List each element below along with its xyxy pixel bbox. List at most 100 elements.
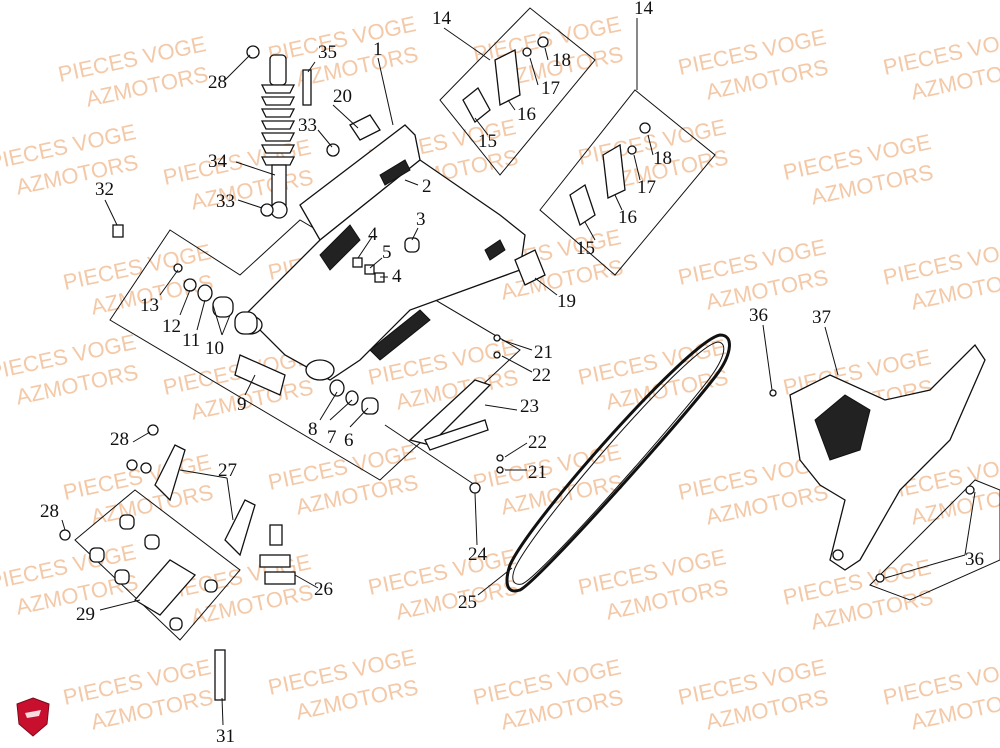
part-23-adjuster-upper bbox=[408, 379, 492, 446]
group-outline-slider-lower bbox=[539, 89, 716, 276]
callout-32: 32 bbox=[95, 179, 114, 200]
swingarm-left-arm bbox=[299, 124, 421, 241]
rear-axle-assembly bbox=[384, 334, 504, 494]
part-19-caliper-bracket bbox=[514, 249, 546, 286]
chain-guard-shadow bbox=[814, 394, 871, 461]
part-31-bolt bbox=[214, 649, 226, 701]
callout-15a: 15 bbox=[478, 131, 497, 152]
part-25-chain-inner bbox=[512, 341, 725, 585]
callout-12: 12 bbox=[162, 316, 181, 337]
chain-slider-upper bbox=[462, 36, 549, 123]
callout-numbers: 1 2 3 4 5 4 6 7 8 9 10 11 12 13 14 14 15… bbox=[40, 0, 984, 747]
part-25-drive-chain bbox=[505, 333, 731, 593]
chain-slider-lower bbox=[569, 122, 651, 227]
part-24-axle-nut bbox=[469, 482, 481, 494]
part-27-plate-b bbox=[224, 499, 256, 557]
callout-4a: 4 bbox=[368, 224, 378, 245]
callout-35: 35 bbox=[318, 42, 337, 63]
callout-22a: 22 bbox=[532, 365, 551, 386]
callout-20: 20 bbox=[333, 86, 352, 107]
callout-4b: 4 bbox=[392, 266, 402, 287]
part-32-nut bbox=[112, 224, 124, 238]
part-5-collar bbox=[364, 264, 375, 275]
callout-9: 9 bbox=[237, 394, 247, 415]
callout-14a: 14 bbox=[432, 8, 452, 29]
rear-shock-absorber bbox=[260, 54, 296, 219]
callout-2: 2 bbox=[422, 176, 432, 197]
callout-11: 11 bbox=[182, 330, 200, 351]
callout-16a: 16 bbox=[517, 104, 536, 125]
group-outline-slider-upper bbox=[439, 7, 596, 176]
callout-28b: 28 bbox=[110, 429, 129, 450]
link-bushing-f bbox=[169, 617, 183, 631]
callout-21b: 21 bbox=[528, 462, 547, 483]
callout-14b: 14 bbox=[634, 0, 654, 19]
part-28-nut-d bbox=[59, 529, 71, 541]
part-17-bolt-b bbox=[627, 145, 637, 155]
callout-33b: 33 bbox=[216, 191, 235, 212]
part-36-screw-a bbox=[965, 485, 975, 495]
part-7-seal bbox=[345, 390, 359, 406]
callout-1: 1 bbox=[373, 39, 383, 60]
swingarm-spacers bbox=[352, 237, 420, 283]
part-15-slider-b bbox=[569, 183, 596, 227]
part-28-nut-a bbox=[147, 424, 159, 436]
chain-guard-mount-hole bbox=[832, 549, 844, 561]
part-18-nut-b bbox=[639, 122, 651, 134]
part-36-screw-c bbox=[769, 389, 777, 397]
callout-36a: 36 bbox=[749, 305, 768, 326]
swingarm-brace bbox=[319, 224, 361, 271]
swingarm-slot-right bbox=[484, 239, 506, 261]
link-bushing-d bbox=[114, 569, 130, 585]
part-18-nut-a bbox=[537, 36, 549, 48]
callout-26: 26 bbox=[314, 579, 333, 600]
leader-lines bbox=[61, 18, 976, 726]
part-9-sleeve bbox=[234, 354, 286, 396]
callout-28a: 28 bbox=[208, 72, 227, 93]
link-bushing-e bbox=[204, 579, 218, 593]
part-3-spacer bbox=[404, 237, 420, 253]
callout-13: 13 bbox=[140, 295, 159, 316]
swingarm-slot-upper bbox=[379, 159, 411, 186]
part-4-collar bbox=[352, 257, 363, 268]
callout-7: 7 bbox=[327, 427, 337, 448]
callout-17b: 17 bbox=[637, 177, 656, 198]
part-24-axle bbox=[384, 424, 476, 486]
part-36-screw-b bbox=[875, 573, 885, 583]
part-10-bearing bbox=[212, 296, 234, 318]
callout-10: 10 bbox=[205, 338, 224, 359]
part-15-slider-a bbox=[462, 87, 491, 123]
callout-19: 19 bbox=[557, 291, 576, 312]
callout-34: 34 bbox=[208, 151, 228, 172]
callout-23: 23 bbox=[520, 396, 539, 417]
link-bushing-a bbox=[119, 514, 135, 530]
swingarm-pivot-end bbox=[305, 359, 335, 381]
callout-6: 6 bbox=[344, 430, 354, 451]
part-21-screw-a bbox=[493, 334, 501, 342]
callout-3: 3 bbox=[416, 209, 426, 230]
callout-21a: 21 bbox=[534, 342, 553, 363]
callout-36b: 36 bbox=[965, 549, 984, 570]
callout-15b: 15 bbox=[576, 238, 595, 259]
callout-25: 25 bbox=[458, 592, 477, 613]
part-16-slider-a bbox=[494, 49, 521, 106]
part-35-bolt bbox=[302, 69, 312, 106]
part-21-screw-b bbox=[496, 466, 504, 474]
swingarm-slot-lower bbox=[369, 309, 431, 361]
swingarm bbox=[237, 124, 526, 381]
part-23-adjuster-lower bbox=[424, 419, 489, 451]
azmotors-shield-logo bbox=[16, 697, 50, 737]
